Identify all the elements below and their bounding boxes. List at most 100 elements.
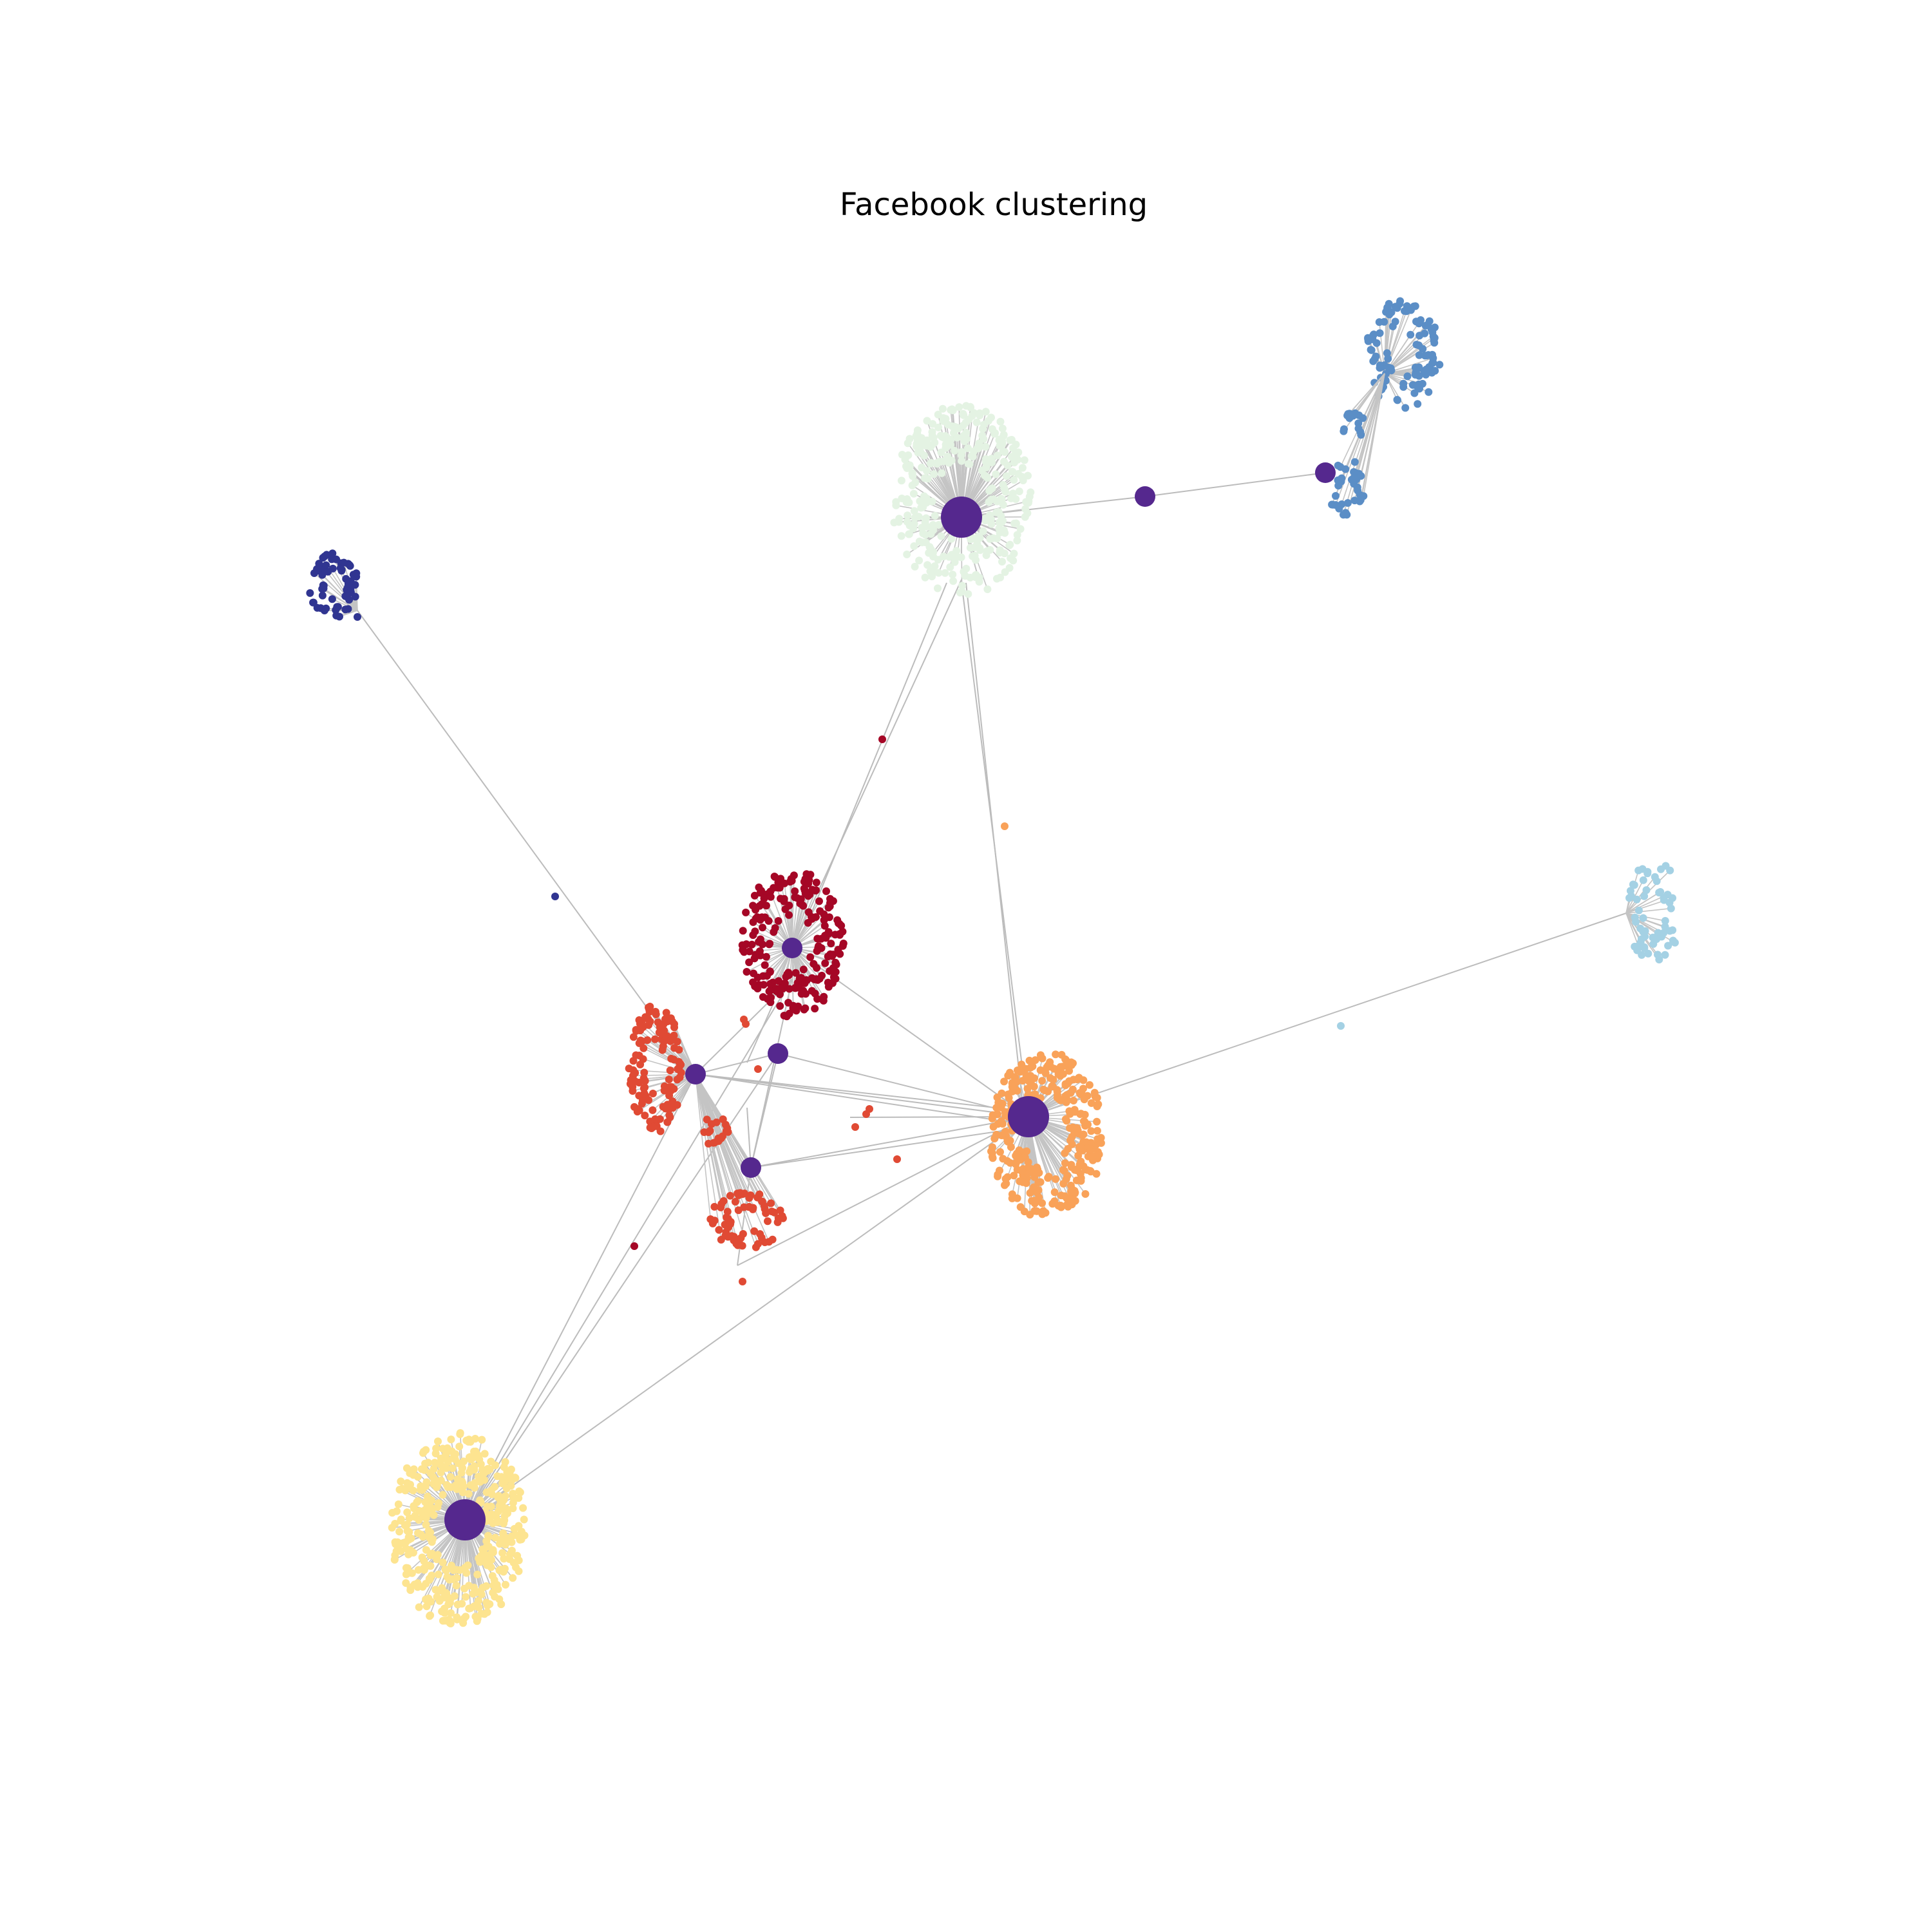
edge-link xyxy=(808,582,947,922)
member-node xyxy=(999,1155,1007,1163)
member-node xyxy=(926,443,934,451)
member-node xyxy=(731,1198,739,1206)
member-node xyxy=(439,1444,447,1453)
member-node xyxy=(405,1569,413,1577)
member-node xyxy=(743,968,751,976)
member-edge xyxy=(695,1074,712,1220)
member-node xyxy=(491,1533,499,1542)
member-node xyxy=(500,1519,507,1528)
member-node xyxy=(418,1486,426,1494)
member-node xyxy=(455,1566,464,1574)
member-node xyxy=(437,1587,445,1595)
member-node xyxy=(1018,1060,1026,1068)
member-node xyxy=(1630,881,1638,889)
member-node xyxy=(1052,1050,1060,1059)
member-node xyxy=(835,920,844,928)
member-node xyxy=(705,1139,713,1148)
edge-link xyxy=(464,1053,779,1520)
member-node xyxy=(474,1596,482,1605)
member-node xyxy=(762,902,770,910)
member-node xyxy=(1410,389,1419,397)
member-node xyxy=(635,1092,643,1100)
member-node xyxy=(410,1504,418,1513)
member-node xyxy=(905,522,914,529)
member-node xyxy=(748,940,756,949)
member-node xyxy=(397,1477,405,1486)
member-node xyxy=(433,1551,442,1559)
member-node xyxy=(916,497,924,506)
member-node xyxy=(934,584,942,592)
member-node xyxy=(441,1565,450,1573)
member-node xyxy=(929,548,938,556)
member-node xyxy=(629,1057,638,1065)
member-node xyxy=(1644,949,1653,958)
member-node xyxy=(1023,1147,1031,1155)
member-node xyxy=(766,893,775,901)
member-node xyxy=(717,1200,726,1208)
member-node xyxy=(1081,1190,1090,1198)
member-node xyxy=(1010,459,1018,467)
member-node xyxy=(487,1502,495,1511)
member-node xyxy=(673,1101,681,1109)
member-node xyxy=(1356,496,1365,504)
member-node xyxy=(721,1231,730,1240)
member-node xyxy=(421,1466,429,1474)
member-node xyxy=(801,889,810,898)
member-node xyxy=(322,561,330,569)
hub-node-h1 xyxy=(941,497,982,538)
member-node xyxy=(989,1143,996,1151)
member-node xyxy=(761,961,769,969)
member-node xyxy=(473,1570,482,1578)
member-node xyxy=(911,562,919,571)
member-node xyxy=(660,1082,668,1090)
member-node xyxy=(440,1604,449,1613)
member-node xyxy=(515,1557,523,1564)
member-node xyxy=(1093,1126,1101,1135)
member-node xyxy=(493,1472,502,1481)
member-node xyxy=(767,994,775,1001)
member-node xyxy=(658,1030,667,1038)
member-node xyxy=(1008,1194,1016,1202)
member-node xyxy=(740,948,748,956)
member-node xyxy=(828,952,836,960)
member-node xyxy=(639,1084,648,1093)
member-node xyxy=(979,527,987,535)
member-node xyxy=(1056,1063,1065,1071)
member-node xyxy=(419,1583,427,1591)
member-node xyxy=(940,457,948,466)
member-node xyxy=(1396,299,1404,308)
member-node xyxy=(952,423,961,431)
member-node xyxy=(920,474,929,482)
member-node xyxy=(488,1510,496,1519)
member-node xyxy=(1403,372,1412,381)
member-node xyxy=(1073,1166,1081,1175)
member-node xyxy=(324,567,332,576)
member-node xyxy=(629,1033,638,1041)
member-node xyxy=(1059,1180,1068,1188)
member-node xyxy=(1639,876,1647,884)
member-node xyxy=(649,1106,657,1114)
member-node xyxy=(1006,436,1014,444)
member-node xyxy=(981,516,989,525)
member-node xyxy=(951,446,959,455)
member-node xyxy=(982,551,990,560)
member-node xyxy=(318,591,327,600)
member-node xyxy=(439,1491,447,1499)
member-node xyxy=(789,1004,797,1012)
member-node xyxy=(972,418,981,426)
member-node xyxy=(1075,1160,1084,1169)
connector-node xyxy=(862,1110,870,1118)
member-node xyxy=(1001,488,1010,496)
member-node xyxy=(771,924,779,932)
member-node xyxy=(754,1240,762,1248)
member-node xyxy=(762,952,770,961)
member-node xyxy=(1003,461,1012,469)
member-node xyxy=(1425,317,1434,325)
member-node xyxy=(417,1530,425,1539)
member-node xyxy=(815,897,823,905)
member-node xyxy=(1412,317,1420,326)
member-node xyxy=(403,1508,412,1517)
member-node xyxy=(502,1504,510,1513)
member-node xyxy=(1057,1050,1066,1059)
member-node xyxy=(639,1055,647,1063)
